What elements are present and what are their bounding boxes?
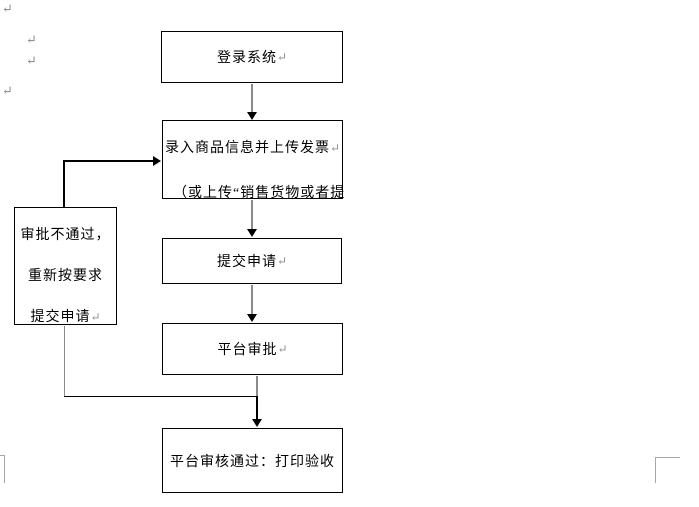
connector-login-entry [251, 84, 253, 113]
box-result-label: 平台审核通过：打印验收 [170, 454, 335, 470]
connector-reject-to-entry [63, 160, 153, 162]
flowchart-box-login[interactable]: 登录系统↵ [161, 31, 343, 83]
paragraph-mark-icon: ↵ [277, 341, 288, 356]
arrowhead-right-icon [153, 156, 161, 166]
text-boundary-corner-icon [655, 457, 680, 483]
connector-reject-to-junction [64, 396, 257, 397]
paragraph-mark-icon: ↵ [26, 32, 37, 47]
connector-submit-review [251, 285, 253, 314]
arrowhead-down-icon [252, 419, 262, 427]
arrowhead-down-icon [247, 229, 257, 237]
connector-reject-down [64, 326, 65, 396]
paragraph-mark-icon: ↵ [90, 310, 101, 324]
flowchart-box-review[interactable]: 平台审批↵ [162, 323, 343, 375]
connector-entry-submit [251, 200, 253, 230]
paragraph-mark-icon: ↵ [276, 253, 288, 268]
connector-review-result-upper [256, 376, 258, 396]
box-reject-line3: 提交申请 [30, 310, 91, 325]
box-login-label: 登录系统 [216, 51, 277, 66]
connector-review-result-lower [256, 396, 258, 419]
flowchart-box-result[interactable]: 平台审核通过：打印验收 [162, 428, 343, 493]
box-reject-line1: 审批不通过， [20, 228, 111, 243]
arrowhead-down-icon [247, 112, 257, 120]
flowchart-box-reject[interactable]: 审批不通过， 重新按要求 提交申请↵ [14, 207, 117, 325]
box-entry-line2: （或上传“销售货物或者提 [173, 186, 346, 201]
text-boundary-corner-icon [0, 455, 5, 483]
paragraph-mark-icon: ↵ [2, 1, 13, 16]
box-submit-label: 提交申请 [216, 255, 277, 270]
box-reject-line2: 重新按要求 [28, 269, 103, 284]
paragraph-mark-icon: ↵ [2, 83, 13, 98]
box-entry-line1: 录入商品信息并上传发票 [164, 141, 330, 156]
box-review-label: 平台审批 [217, 343, 278, 358]
flowchart-box-entry[interactable]: 录入商品信息并上传发票↵ （或上传“销售货物或者提 [162, 120, 346, 201]
arrowhead-down-icon [247, 314, 257, 322]
paragraph-mark-icon: ↵ [329, 141, 341, 155]
connector-reject-up [63, 160, 65, 207]
paragraph-mark-icon: ↵ [26, 53, 37, 68]
flowchart-box-submit[interactable]: 提交申请↵ [162, 238, 342, 284]
paragraph-mark-icon: ↵ [276, 49, 288, 64]
